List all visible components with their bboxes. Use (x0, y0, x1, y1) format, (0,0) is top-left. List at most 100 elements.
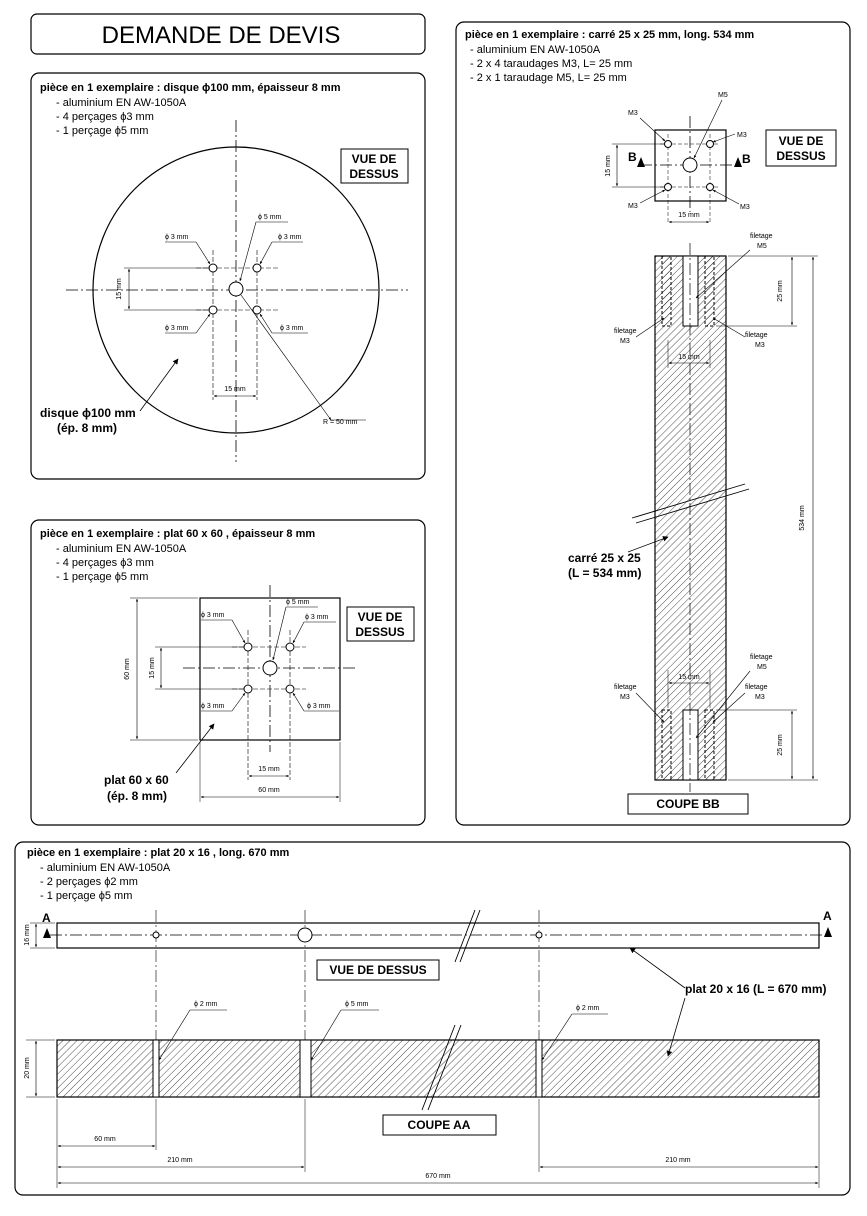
leader (158, 1009, 191, 1061)
dim-label: 15 mm (224, 386, 246, 393)
dim-label: 15 mm (678, 674, 700, 681)
plate-view-label: DESSUS (355, 625, 404, 639)
part-label: (L = 534 mm) (568, 566, 641, 580)
hole-callout: ϕ 5 mm (345, 1001, 369, 1008)
thread-callout: filetage (614, 328, 637, 335)
leader (712, 692, 746, 723)
hole-5mm (228, 281, 244, 297)
thread-callout: M3 (755, 694, 765, 701)
bar-panel: pièce en 1 exemplaire : carré 25 x 25 mm… (455, 21, 851, 826)
hole-5mm (297, 927, 313, 943)
bore-2mm (535, 1039, 543, 1098)
tap-callout: M3 (628, 203, 638, 210)
leader (195, 241, 211, 265)
tap-callout: M3 (628, 110, 638, 117)
dim-label: 25 mm (777, 280, 784, 302)
dim-label: 670 mm (425, 1173, 450, 1180)
part-label: (ép. 8 mm) (57, 421, 117, 435)
hole-callout: ϕ 5 mm (286, 599, 310, 606)
bar-panel-frame (455, 21, 851, 826)
tap-m5 (682, 157, 698, 173)
leader (292, 692, 305, 712)
dim-label: 25 mm (777, 734, 784, 756)
hole-3mm (208, 305, 218, 315)
disk-spec-line: - 1 perçage ϕ5 mm (56, 125, 148, 137)
strip-top-outline (56, 922, 820, 949)
leader (231, 619, 246, 644)
dim-label: 15 mm (605, 155, 612, 177)
break-line (631, 483, 746, 519)
thread-callout: M5 (757, 664, 767, 671)
disk-spec-line: - aluminium EN AW-1050A (56, 97, 187, 109)
leader (712, 189, 740, 205)
hole-3mm (285, 684, 295, 694)
dim-label: 60 mm (258, 787, 280, 794)
tap-callout: M3 (737, 132, 747, 139)
leader (635, 317, 665, 338)
dim-label: 15 mm (258, 766, 280, 773)
section-mark: A (42, 911, 51, 925)
break-line (635, 488, 750, 524)
leader (695, 670, 751, 739)
hole-callout: ϕ 3 mm (307, 703, 331, 710)
plate-view-label: VUE DE (358, 610, 403, 624)
hole-5mm (262, 660, 278, 676)
bore-m3 (661, 255, 672, 327)
part-leader (629, 947, 686, 989)
disk-view-label-box (340, 148, 409, 184)
break-line (421, 1024, 456, 1111)
dim-label: 15 mm (149, 657, 156, 679)
part-label: disque ϕ100 mm (40, 406, 136, 420)
part-leader (175, 723, 215, 774)
plate-panel: pièce en 1 exemplaire : plat 60 x 60 , é… (30, 519, 426, 826)
thread-callout: M5 (757, 243, 767, 250)
page-title: DEMANDE DE DEVIS (102, 22, 341, 49)
bar-view-label: VUE DE (779, 134, 824, 148)
section-arrow (824, 927, 832, 937)
bar-spec: pièce en 1 exemplaire : carré 25 x 25 mm… (465, 29, 754, 41)
hole-callout: ϕ 2 mm (576, 1005, 600, 1012)
thread-callout: filetage (745, 332, 768, 339)
section-label-box (627, 793, 749, 815)
dim-label: 15 mm (678, 354, 700, 361)
leader (639, 189, 666, 204)
section-mark: A (823, 909, 832, 923)
section-mark: B (628, 150, 637, 164)
leader (693, 99, 723, 159)
hole-callout: ϕ 5 mm (258, 214, 282, 221)
dim-label: 210 mm (167, 1157, 192, 1164)
dim-label: 210 mm (665, 1157, 690, 1164)
strip-view-label-box (316, 959, 440, 981)
strip-panel: pièce en 1 exemplaire : plat 20 x 16 , l… (14, 841, 851, 1196)
thread-callout: filetage (745, 684, 768, 691)
thread-callout: M3 (620, 338, 630, 345)
section-arrow (734, 157, 742, 167)
strip-spec: pièce en 1 exemplaire : plat 20 x 16 , l… (27, 847, 290, 859)
strip-spec-line: - 1 perçage ϕ5 mm (40, 890, 132, 902)
leader (712, 133, 736, 143)
hole-callout: ϕ 3 mm (201, 703, 225, 710)
plate-spec-line: - 1 perçage ϕ5 mm (56, 571, 148, 583)
break-line (454, 909, 476, 963)
leader (259, 313, 273, 334)
section-label: COUPE BB (656, 797, 720, 811)
dim-label: 20 mm (24, 1057, 31, 1079)
hole-3mm (208, 263, 218, 273)
section-mark: B (742, 152, 751, 166)
part-leader (139, 358, 179, 412)
thread-callout: filetage (750, 654, 773, 661)
tap-callout: M5 (718, 92, 728, 99)
strip-panel-frame (14, 841, 851, 1196)
disk-view-label: DESSUS (349, 167, 398, 181)
disk-spec: pièce en 1 exemplaire : disque ϕ100 mm, … (40, 82, 341, 94)
hole-callout: ϕ 3 mm (201, 612, 225, 619)
leader (639, 117, 666, 142)
bar-spec-line: - 2 x 1 taraudage M5, L= 25 mm (470, 72, 627, 84)
bore-5mm (299, 1039, 312, 1098)
section-arrow (43, 928, 51, 938)
section-label: COUPE AA (408, 1118, 471, 1132)
radius-leader (240, 294, 332, 421)
radius-label: R = 50 mm (323, 419, 358, 426)
bore-m3 (661, 709, 672, 781)
